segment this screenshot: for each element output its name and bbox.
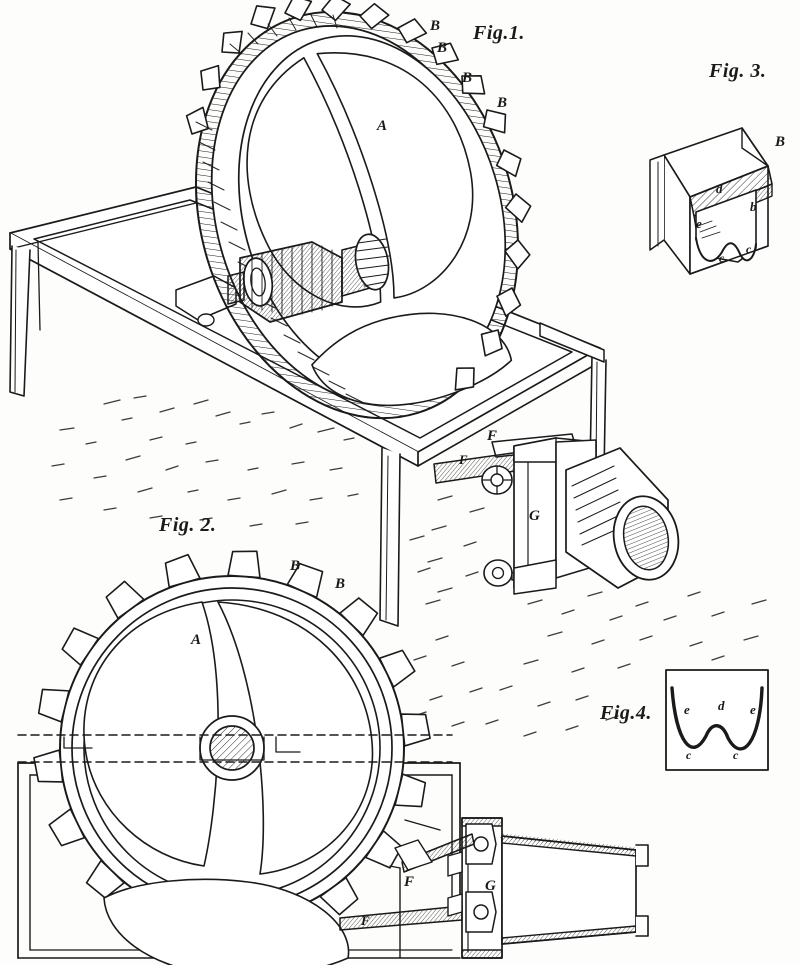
fig1-ref-label-a-0: A — [377, 118, 388, 134]
fig1-ref-label-b-3: B — [462, 70, 473, 86]
fig2-ref-label-f-3: F — [404, 874, 415, 890]
fig2-ref-label-b-2: B — [335, 576, 346, 592]
fig1-ref-label-g-7: G — [529, 508, 540, 524]
fig2-feed-mechanism — [339, 817, 649, 959]
fig3-ref-label-c-4: c — [719, 251, 725, 265]
fig4-ref-label-c-4: c — [733, 748, 739, 762]
fig3-bucket-detail — [649, 127, 773, 275]
fig4-ref-label-c-3: c — [686, 748, 692, 762]
fig3-title: Fig. 3. — [709, 60, 767, 82]
fig1-ref-label-f-5: F — [487, 428, 498, 444]
fig3-ref-label-b-2: b — [750, 199, 757, 214]
fig2-bucket-wheel — [17, 550, 461, 965]
fig2-ref-label-b-1: B — [290, 558, 301, 574]
fig4-ref-label-e-0: e — [684, 702, 690, 717]
fig2-ref-label-f-4: F — [361, 913, 370, 928]
fig3-ref-label-e-3: e — [696, 216, 702, 231]
fig1-ref-label-b-1: B — [430, 18, 441, 34]
fig1-ground-hatching — [51, 395, 767, 737]
fig2-ref-label-a-0: A — [191, 632, 202, 648]
fig3-ref-label-c-5: c — [746, 242, 752, 256]
fig2-title: Fig. 2. — [159, 514, 217, 536]
fig1-feed-spout-assembly — [433, 433, 680, 595]
fig4-ref-label-d-1: d — [718, 698, 725, 713]
fig1-ref-label-b-2: B — [437, 40, 448, 56]
fig4-ref-label-e-2: e — [750, 702, 756, 717]
fig4-title: Fig.4. — [600, 702, 652, 724]
fig1-ref-label-f-6: F — [459, 452, 468, 467]
fig1-title: Fig.1. — [473, 22, 525, 44]
fig3-ref-label-b-0: B — [775, 134, 786, 150]
fig2-ref-label-g-5: G — [485, 878, 496, 894]
fig1-ref-label-b-4: B — [497, 95, 508, 111]
fig4-bucket-section — [665, 669, 769, 771]
fig1-axle-assembly — [227, 233, 390, 323]
fig3-ref-label-d-1: d — [716, 181, 723, 196]
